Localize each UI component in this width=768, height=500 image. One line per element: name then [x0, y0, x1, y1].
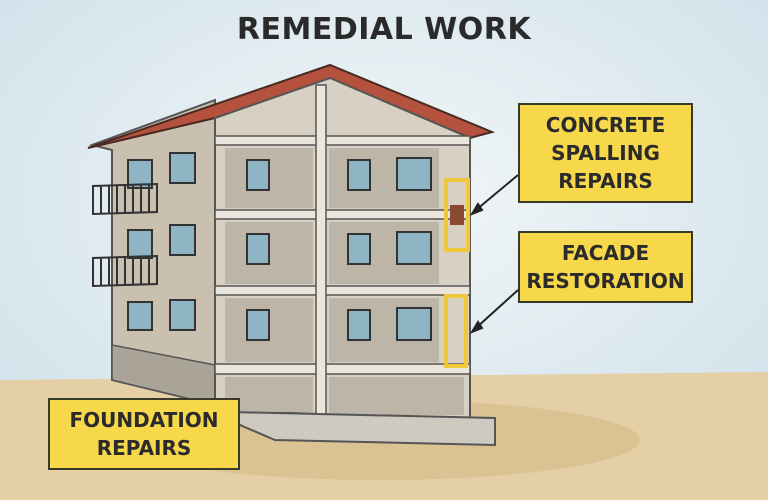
label-concrete-spalling-repairs: CONCRETE SPALLING REPAIRS: [518, 103, 693, 203]
callout-arrows: [469, 174, 519, 335]
label-line: FOUNDATION: [69, 408, 219, 432]
label-line: REPAIRS: [558, 169, 653, 193]
floor-slabs: [214, 84, 471, 416]
label-line: SPALLING: [551, 141, 660, 165]
label-line: REPAIRS: [96, 436, 192, 460]
page-title: REMEDIAL WORK: [236, 12, 532, 47]
label-line: CONCRETE: [545, 113, 666, 137]
label-foundation-repairs: FOUNDATION REPAIRS: [48, 398, 240, 470]
balconies: [92, 182, 158, 288]
repair-highlights: [444, 178, 470, 368]
rooms: [225, 148, 464, 415]
label-line: RESTORATION: [526, 269, 685, 293]
spalling-damage: [450, 205, 464, 225]
windows: [127, 152, 432, 341]
label-line: FACADE: [561, 241, 650, 265]
label-facade-restoration: FACADE RESTORATION: [518, 231, 693, 303]
